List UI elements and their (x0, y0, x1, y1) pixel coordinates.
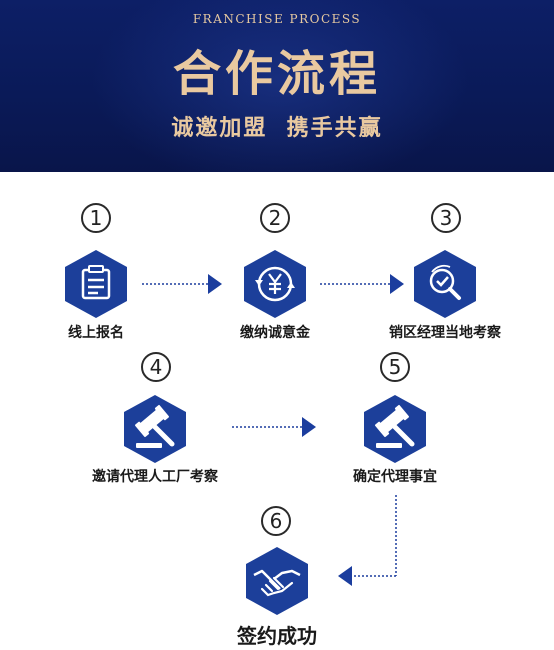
step-6-number: 6 (261, 506, 291, 536)
clipboard-icon (65, 250, 127, 318)
gavel-icon (124, 395, 186, 463)
step-3-label: 销区经理当地考察 (389, 325, 501, 341)
header-glow (90, 0, 470, 172)
step-5-label: 确定代理事宜 (353, 469, 437, 485)
handshake-icon (246, 547, 308, 615)
arrowhead-2-3 (390, 274, 404, 294)
step-4-label: 邀请代理人工厂考察 (92, 469, 218, 485)
step-3-number: 3 (431, 203, 461, 233)
gavel-icon (364, 395, 426, 463)
step-4-number: 4 (141, 352, 171, 382)
step-1-label: 线上报名 (68, 325, 124, 341)
step-1-number: 1 (81, 203, 111, 233)
header-slogan: 诚邀加盟 携手共赢 (171, 116, 383, 141)
step-5-number: 5 (380, 352, 410, 382)
arrowhead-5-6 (338, 566, 352, 586)
step-2-number: 2 (260, 203, 290, 233)
page-title: 合作流程 (172, 46, 381, 102)
arrowhead-4-5 (302, 417, 316, 437)
yuan-coin-icon (244, 250, 306, 318)
arrowhead-1-2 (208, 274, 222, 294)
header-subtitle-en: FRANCHISE PROCESS (192, 12, 362, 26)
step-2-label: 缴纳诚意金 (240, 325, 310, 341)
header-banner: FRANCHISE PROCESS 合作流程 诚邀加盟 携手共赢 (0, 0, 554, 172)
step-6-label: 签约成功 (237, 624, 317, 648)
magnifier-check-icon (414, 250, 476, 318)
